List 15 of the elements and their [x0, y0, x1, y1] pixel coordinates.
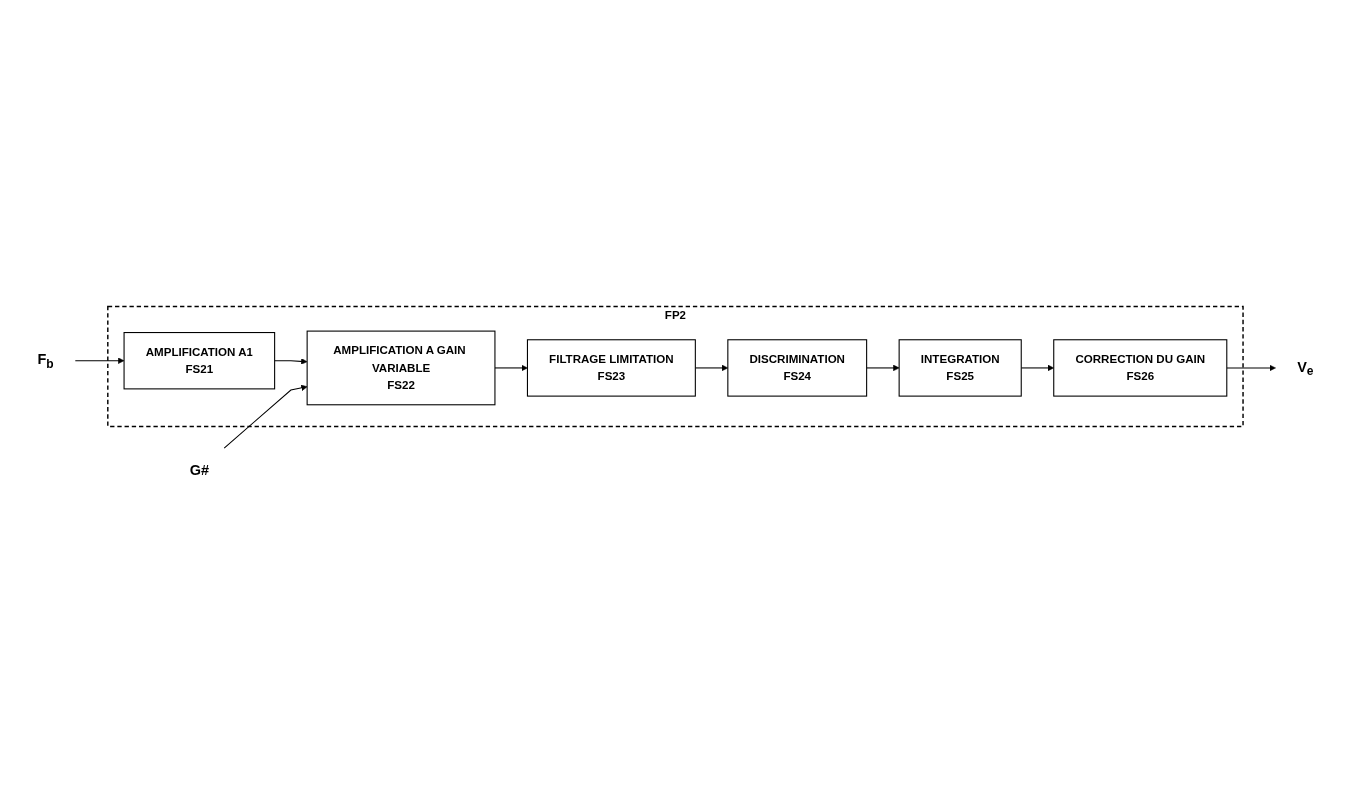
- node-box: AMPLIFICATION A GAIN VARIABLE FS22: [306, 330, 496, 406]
- node-text: G#: [189, 461, 209, 478]
- node-box: INTEGRATION FS25: [898, 339, 1022, 397]
- arrow: [74, 357, 125, 364]
- node-box: CORRECTION DU GAIN FS26: [1053, 339, 1228, 397]
- node-text: F$_{b}$: [37, 351, 54, 371]
- node-text: V$_{e}$: [1297, 358, 1314, 379]
- arrow: [494, 364, 528, 372]
- node-box: DISCRIMINATION FS24: [727, 339, 868, 397]
- node-box: AMPLIFICATION A1 FS21: [123, 332, 276, 390]
- arrow: [223, 384, 308, 449]
- arrow: [274, 358, 308, 365]
- arrow: [866, 364, 900, 372]
- arrow: [1226, 364, 1276, 372]
- node-box: FILTRAGE LIMITATION FS23: [526, 339, 696, 397]
